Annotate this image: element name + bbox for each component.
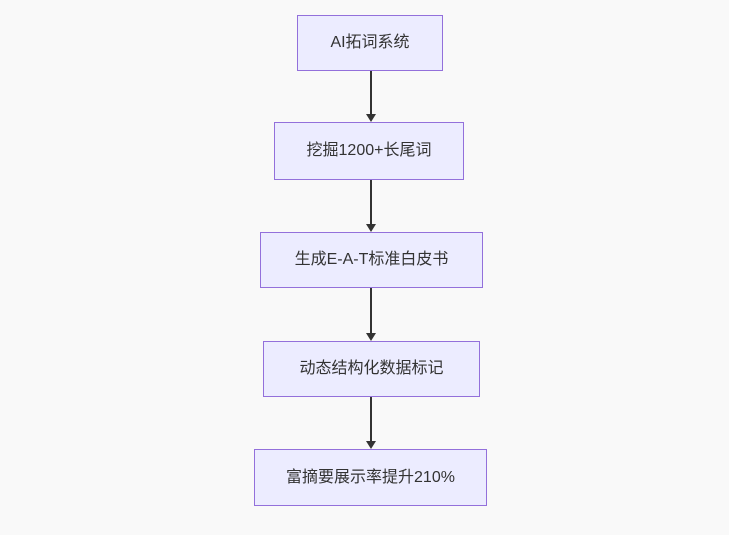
flow-node-rich-snippet-result: 富摘要展示率提升210% (254, 449, 487, 506)
arrowhead-down-icon (366, 441, 376, 449)
node-label: 动态结构化数据标记 (299, 360, 444, 377)
arrowhead-down-icon (366, 114, 376, 122)
flow-edge-1 (366, 71, 376, 122)
flow-node-longtail-mining: 挖掘1200+长尾词 (274, 122, 464, 180)
flow-edge-3 (366, 288, 376, 341)
node-label: AI拓词系统 (330, 34, 410, 51)
arrowhead-down-icon (366, 224, 376, 232)
flow-edge-2 (366, 180, 376, 232)
node-label: 挖掘1200+长尾词 (306, 142, 432, 159)
arrowhead-down-icon (366, 333, 376, 341)
flow-node-ai-expansion-system: AI拓词系统 (297, 15, 443, 71)
node-label: 生成E-A-T标准白皮书 (294, 251, 449, 268)
node-label: 富摘要展示率提升210% (286, 468, 455, 486)
flow-node-eat-whitepaper: 生成E-A-T标准白皮书 (260, 232, 483, 288)
flow-edge-4 (366, 397, 376, 449)
flow-node-structured-data-markup: 动态结构化数据标记 (263, 341, 480, 397)
